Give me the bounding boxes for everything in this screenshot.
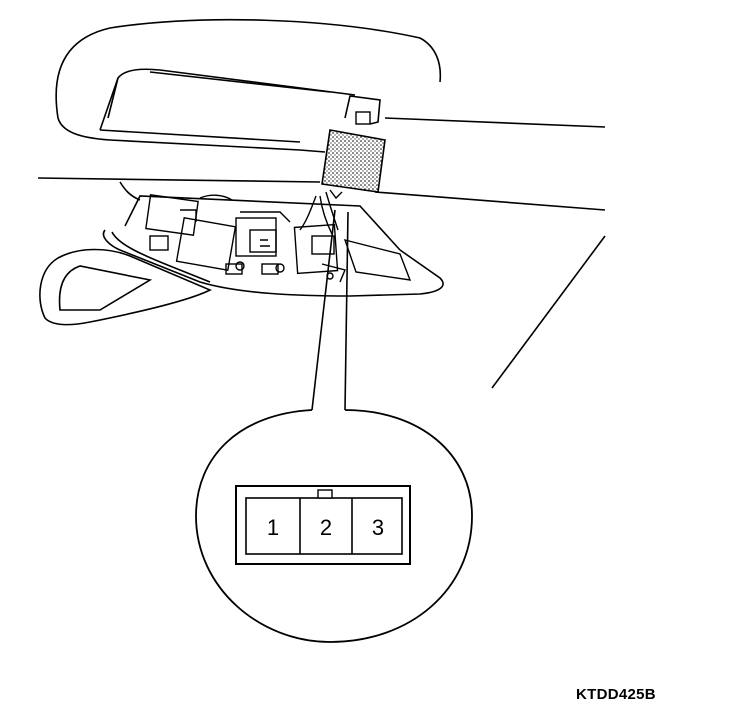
console-components	[145, 194, 412, 283]
harness-connector	[321, 95, 386, 193]
pin-label-2: 2	[320, 515, 332, 540]
pin-label-3: 3	[372, 515, 384, 540]
console-housing	[99, 68, 356, 201]
roof-panel	[37, 18, 606, 389]
connector-face: 1 2 3	[235, 485, 411, 565]
pin-label-1: 1	[267, 515, 279, 540]
figure-id: KTDD425B	[576, 686, 656, 703]
leader-line	[311, 209, 349, 411]
wire-harness	[299, 189, 343, 235]
console-tray	[102, 195, 444, 297]
lamp-lens	[39, 248, 212, 326]
connector-lock-tab	[317, 489, 333, 499]
